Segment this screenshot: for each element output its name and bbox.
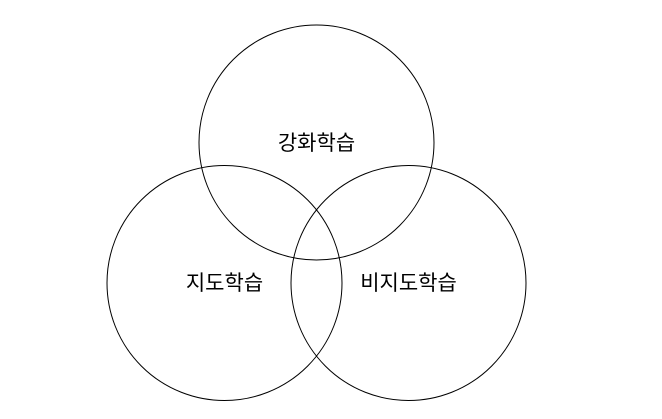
label-unsupervised-learning: 비지도학습 (360, 271, 457, 295)
circle-reinforcement-learning (198, 24, 435, 261)
circle-supervised-learning (106, 165, 343, 401)
circle-unsupervised-learning (290, 165, 527, 401)
label-reinforcement-learning: 강화학습 (278, 131, 355, 155)
label-supervised-learning: 지도학습 (186, 271, 263, 295)
